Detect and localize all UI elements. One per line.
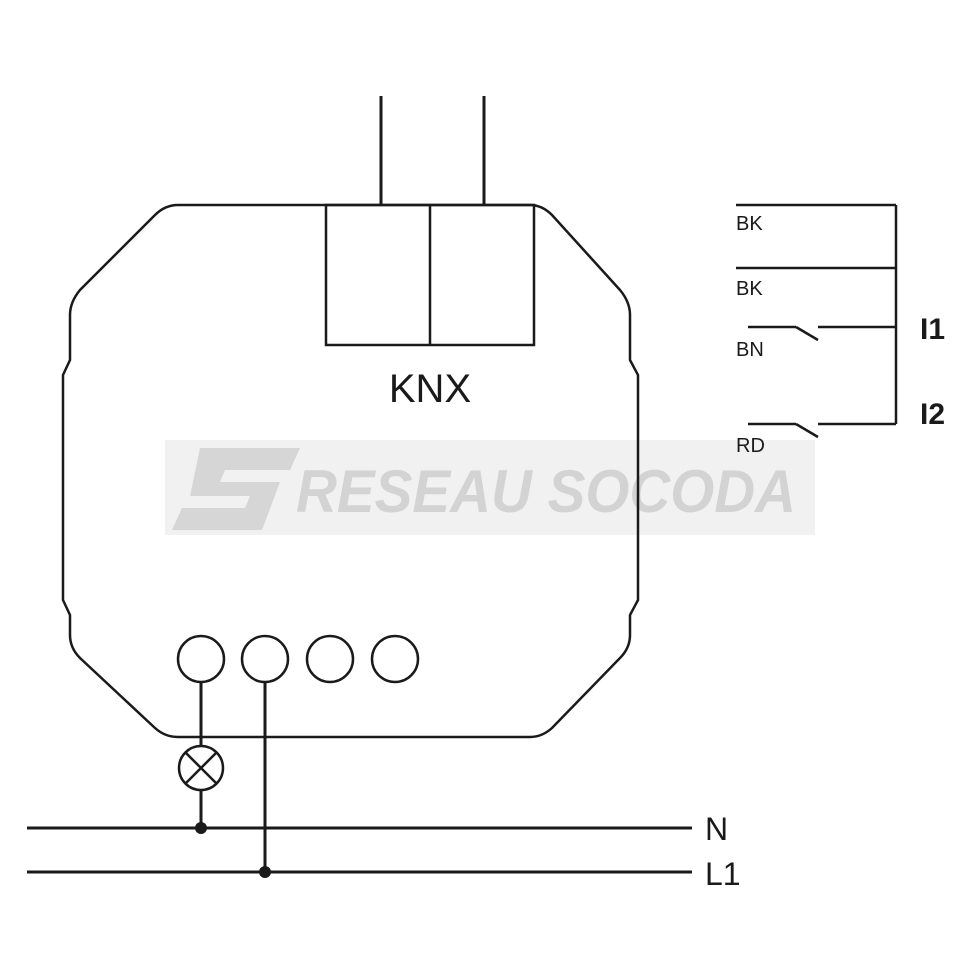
phase-junction-dot xyxy=(259,866,271,878)
wire-label-bk2: BK xyxy=(736,278,763,300)
input-group-i2-label: I2 xyxy=(920,398,945,431)
switch-i1-contact xyxy=(795,325,819,342)
wire-label-bk1: BK xyxy=(736,213,763,235)
wire-label-bn: BN xyxy=(736,339,764,361)
terminal-4 xyxy=(370,634,420,684)
terminal-2 xyxy=(240,634,290,684)
input-group-i1-label: I1 xyxy=(920,313,945,346)
neutral-junction-dot xyxy=(195,822,207,834)
neutral-label: N xyxy=(705,811,728,847)
terminal-3 xyxy=(305,634,355,684)
wire-label-rd: RD xyxy=(736,435,765,457)
phase-label: L1 xyxy=(705,856,741,892)
switch-i2-contact xyxy=(795,422,819,439)
input-wiring xyxy=(736,203,898,439)
watermark-text: RESEAU SOCODA xyxy=(296,458,796,525)
terminal-1 xyxy=(176,634,226,684)
knx-label: KNX xyxy=(389,367,471,411)
watermark: RESEAU SOCODA xyxy=(165,440,815,535)
watermark-logo-icon xyxy=(172,448,300,530)
device-housing xyxy=(61,203,640,739)
lamp-icon xyxy=(177,744,225,792)
